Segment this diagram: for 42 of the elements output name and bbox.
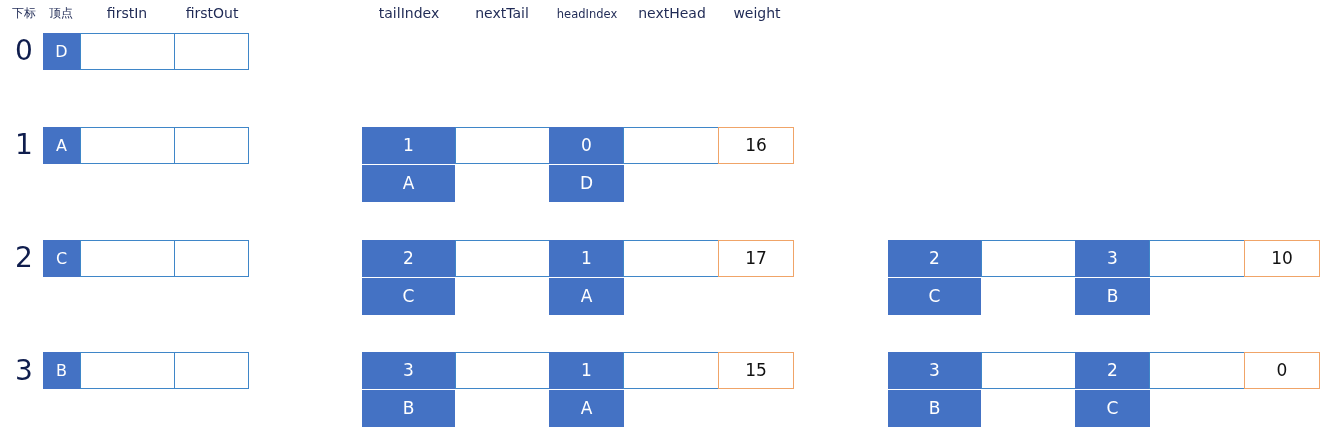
column-header: nextHead: [638, 6, 706, 22]
index-box: 2: [1075, 352, 1150, 389]
vertex-box: C: [43, 240, 80, 277]
column-header: nextTail: [475, 6, 529, 22]
index-box: 3: [1075, 240, 1150, 277]
column-header: weight: [733, 6, 781, 22]
row-index: 3: [15, 355, 33, 387]
vertex-name-box: B: [362, 390, 455, 427]
column-header: headIndex: [556, 7, 618, 21]
row-index: 0: [15, 35, 33, 67]
vertex-box: D: [43, 33, 80, 70]
vertex-name-box: A: [362, 165, 455, 202]
vertex-name-box: C: [888, 278, 981, 315]
weight-box: 10: [1244, 240, 1320, 277]
column-header: tailIndex: [378, 6, 440, 22]
vertex-box: B: [43, 352, 80, 389]
vertex-name-box: B: [1075, 278, 1150, 315]
vertex-box: A: [43, 127, 80, 164]
vertex-name-box: A: [549, 390, 624, 427]
vertex-name-box: B: [888, 390, 981, 427]
index-box: 1: [549, 240, 624, 277]
weight-box: 16: [718, 127, 794, 164]
index-box: 3: [888, 352, 981, 389]
column-header: firstIn: [106, 6, 148, 22]
weight-box: 17: [718, 240, 794, 277]
index-box: 3: [362, 352, 455, 389]
index-box: 2: [362, 240, 455, 277]
index-box: 0: [549, 127, 624, 164]
column-header: 顶点: [49, 7, 73, 21]
index-box: 2: [888, 240, 981, 277]
vertex-name-box: A: [549, 278, 624, 315]
index-box: 1: [362, 127, 455, 164]
vertex-name-box: C: [1075, 390, 1150, 427]
vertex-name-box: D: [549, 165, 624, 202]
weight-box: 0: [1244, 352, 1320, 389]
vertex-name-box: C: [362, 278, 455, 315]
row-index: 1: [15, 129, 33, 161]
column-header: 下标: [12, 7, 36, 21]
row-index: 2: [15, 242, 33, 274]
column-header: firstOut: [185, 6, 239, 22]
weight-box: 15: [718, 352, 794, 389]
index-box: 1: [549, 352, 624, 389]
